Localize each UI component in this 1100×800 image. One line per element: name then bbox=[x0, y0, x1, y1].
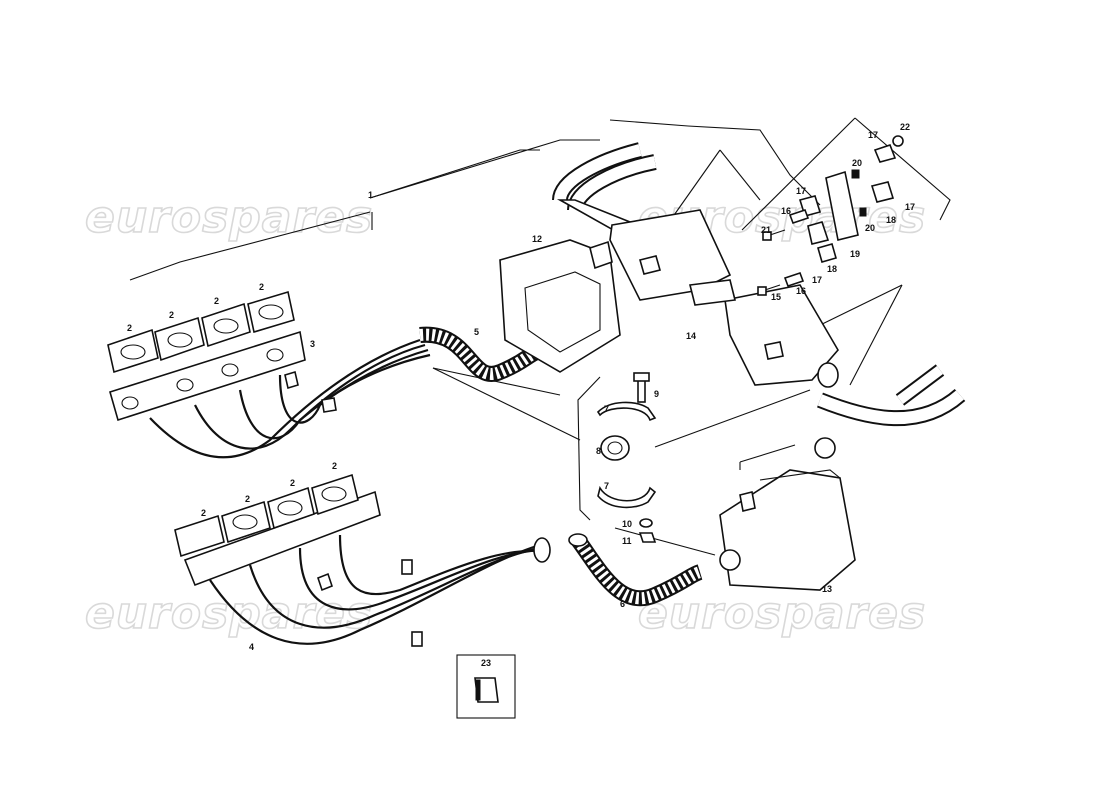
label-13: 13 bbox=[822, 584, 832, 594]
label-14: 14 bbox=[686, 331, 696, 341]
label-2e: 2 bbox=[201, 508, 206, 518]
label-19: 19 bbox=[850, 249, 860, 259]
label-12: 12 bbox=[532, 234, 542, 244]
label-16b: 16 bbox=[796, 286, 806, 296]
label-3: 3 bbox=[310, 339, 315, 349]
label-4: 4 bbox=[249, 642, 254, 652]
silencer-13 bbox=[719, 437, 856, 591]
label-2h: 2 bbox=[332, 461, 337, 471]
tailpipe-rear bbox=[817, 364, 966, 427]
label-6: 6 bbox=[620, 599, 625, 609]
label-7a: 7 bbox=[604, 404, 609, 414]
nut-23-inset bbox=[456, 654, 516, 719]
label-16a: 16 bbox=[781, 206, 791, 216]
label-2g: 2 bbox=[290, 478, 295, 488]
watermark-bottom-left: eurospares bbox=[85, 588, 373, 639]
exhaust-manifold-lower bbox=[183, 490, 551, 647]
label-2c: 2 bbox=[214, 296, 219, 306]
label-20a: 20 bbox=[852, 158, 862, 168]
gaskets-upper bbox=[107, 290, 295, 374]
label-18a: 18 bbox=[886, 215, 896, 225]
label-2b: 2 bbox=[169, 310, 174, 320]
label-17b: 17 bbox=[796, 186, 806, 196]
label-8: 8 bbox=[596, 446, 601, 456]
label-2d: 2 bbox=[259, 282, 264, 292]
flexible-pipe-6 bbox=[568, 533, 703, 607]
label-1: 1 bbox=[368, 190, 373, 200]
silencer-12 bbox=[499, 239, 621, 373]
label-18b: 18 bbox=[827, 264, 837, 274]
label-5: 5 bbox=[474, 327, 479, 337]
label-7b: 7 bbox=[604, 481, 609, 491]
silencer-14 bbox=[609, 209, 839, 388]
watermark-top-left: eurospares bbox=[85, 192, 373, 243]
clamps bbox=[596, 372, 657, 543]
label-10: 10 bbox=[622, 519, 632, 529]
label-20b: 20 bbox=[865, 223, 875, 233]
gaskets-lower bbox=[174, 473, 359, 558]
label-17c: 17 bbox=[905, 202, 915, 212]
label-2f: 2 bbox=[245, 494, 250, 504]
label-2a: 2 bbox=[127, 323, 132, 333]
label-15: 15 bbox=[771, 292, 781, 302]
mounting-hardware bbox=[757, 135, 904, 296]
label-9: 9 bbox=[654, 389, 659, 399]
exhaust-manifold-upper bbox=[109, 330, 431, 459]
label-11: 11 bbox=[622, 536, 632, 546]
label-21: 21 bbox=[761, 225, 771, 235]
leader-lines bbox=[129, 117, 951, 556]
label-17d: 17 bbox=[812, 275, 822, 285]
label-23: 23 bbox=[481, 658, 491, 668]
label-22: 22 bbox=[900, 122, 910, 132]
label-17a: 17 bbox=[868, 130, 878, 140]
part-labels: 1 2 2 2 2 2 2 2 2 3 4 5 6 7 7 8 9 10 11 … bbox=[127, 122, 915, 668]
watermark-bottom-right: eurospares bbox=[638, 588, 926, 639]
